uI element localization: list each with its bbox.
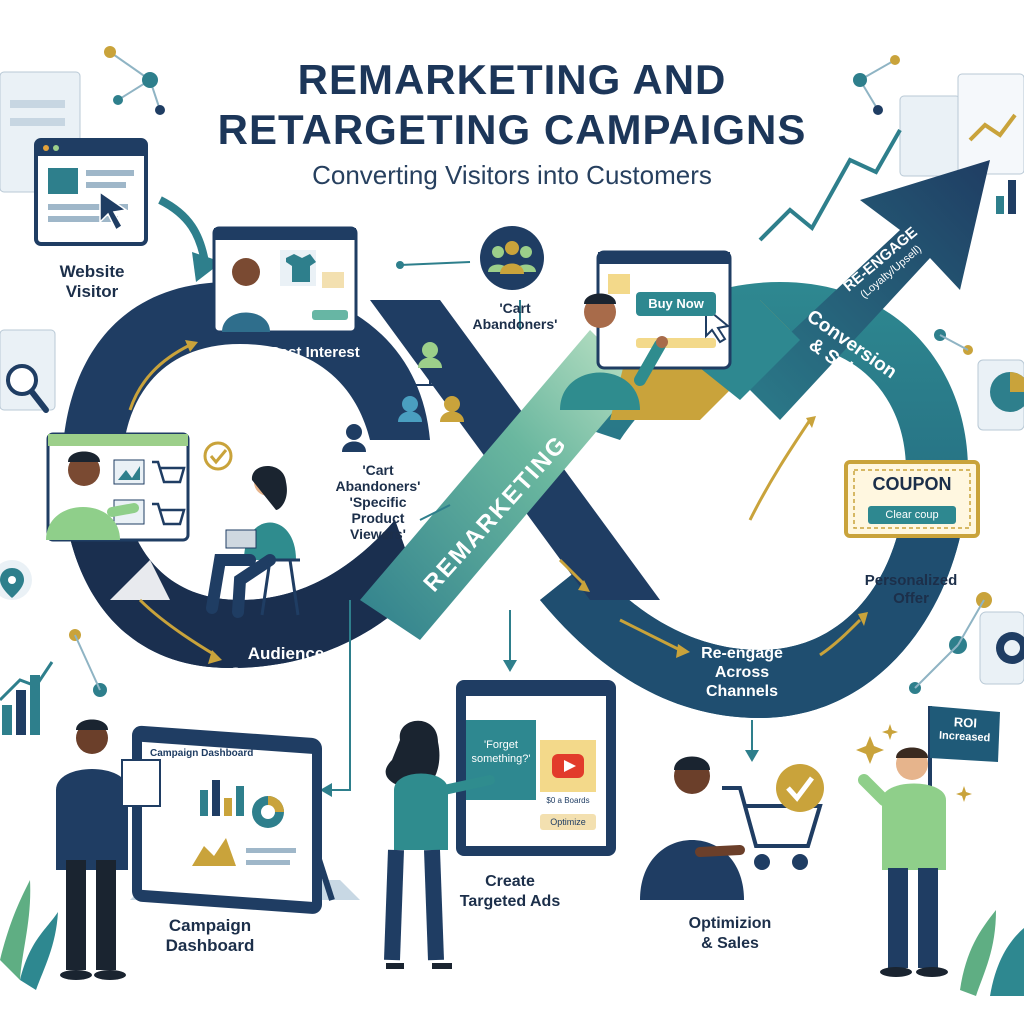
identify-interest-screen xyxy=(212,226,358,334)
man-with-cart xyxy=(640,756,745,900)
dashboard-screen-title: Campaign Dashboard xyxy=(150,748,254,759)
label-segment-e: Viewers' xyxy=(350,526,406,542)
buy-now-button[interactable]: Buy Now xyxy=(636,292,716,316)
coupon-card xyxy=(844,460,980,538)
label-personalized-line1: Personalized xyxy=(864,572,958,589)
ad-bubble-line1: 'Forget xyxy=(484,739,518,751)
sparkle-icon xyxy=(856,724,972,802)
person-browsing-products xyxy=(46,451,139,540)
website-browser-mockup xyxy=(0,71,148,246)
label-cart-abandoners-top-line2: Abandoners' xyxy=(472,316,558,332)
label-audience-line2: Segmentation xyxy=(229,664,343,683)
label-website-visitor-line2: Visitor xyxy=(65,282,119,301)
cursor-icon xyxy=(99,190,128,232)
woman-presenting-ad xyxy=(384,720,495,969)
roi-flag-text: ROI Increased xyxy=(929,714,1000,746)
label-optimization: Optimizion & Sales xyxy=(650,914,810,954)
coupon-button[interactable]: Clear coup xyxy=(885,509,939,521)
label-campaign-dashboard: Campaign Dashboard xyxy=(130,916,290,956)
label-optimization-line2: & Sales xyxy=(701,935,759,952)
coupon-title: COUPON xyxy=(872,474,952,494)
bar-chart-icon xyxy=(996,180,1016,214)
label-personalized-line2: Offer xyxy=(893,590,929,607)
label-website-visitor-line1: Website xyxy=(59,262,125,281)
page-subtitle: Converting Visitors into Customers xyxy=(312,160,712,190)
label-segment-c: 'Specific xyxy=(349,494,407,510)
label-personalized-offer: Personalized Offer xyxy=(836,572,986,608)
label-identify-interest: Identify Past Interest xyxy=(212,344,360,361)
pie-chart-icon xyxy=(977,359,1024,431)
page-title-line2: RETARGETING CAMPAIGNS xyxy=(217,106,807,153)
woman-with-laptop xyxy=(206,466,300,618)
ad-bubble-line2: something?' xyxy=(471,753,531,765)
label-cart-abandoners-top: 'Cart Abandoners' xyxy=(460,300,570,332)
ad-small-text: $0 a Boards xyxy=(546,796,590,805)
targeted-ad-screen xyxy=(456,680,616,856)
label-create-ads-line1: Create xyxy=(485,873,535,890)
label-optimization-line1: Optimizion xyxy=(688,915,772,932)
bar-chart-icon xyxy=(0,661,54,735)
label-segment-a: 'Cart xyxy=(362,462,394,478)
network-decoration-right xyxy=(859,59,896,111)
ad-message-bubble: 'Forget something?' xyxy=(466,738,536,766)
location-pin-icon xyxy=(0,560,32,600)
label-cart-abandoners-top-line1: 'Cart xyxy=(499,300,531,316)
label-reengage-channels-line3: Channels xyxy=(705,683,778,700)
label-website-visitor: Website Visitor xyxy=(40,262,144,302)
roi-flag xyxy=(928,706,1000,800)
person-clicking-buy xyxy=(560,293,668,410)
reengage-big-arrow xyxy=(740,160,990,420)
magnifier-icon xyxy=(6,364,49,413)
people-group-icon xyxy=(480,226,544,290)
label-reengage-channels-line2: Across xyxy=(714,664,770,681)
label-create-ads: Create Targeted Ads xyxy=(430,872,590,912)
play-icon xyxy=(552,754,584,778)
label-reengage-channels: Re-engage Across Channels xyxy=(672,644,812,701)
label-create-ads-line2: Targeted Ads xyxy=(459,893,561,910)
label-campaign-line1: Campaign xyxy=(168,916,252,935)
flow-arrows-inner xyxy=(128,343,862,657)
label-audience-segmentation: Audience Segmentation xyxy=(196,644,376,684)
flow-arrow-to-interest xyxy=(158,196,209,263)
label-reengage-channels-line1: Re-engage xyxy=(701,645,783,662)
user-icon xyxy=(342,342,464,452)
label-audience-line1: Audience xyxy=(247,644,325,663)
shopping-cart-icon xyxy=(152,460,186,526)
page-title-line1: REMARKETING AND xyxy=(297,56,727,103)
label-campaign-line2: Dashboard xyxy=(165,936,255,955)
plant-decoration xyxy=(0,880,1024,996)
label-segment-list: 'Cart Abandoners' 'Specific Product View… xyxy=(322,462,434,542)
celebrating-man xyxy=(858,747,948,977)
label-segment-b: Abandoners' xyxy=(335,478,421,494)
checkmark-icon xyxy=(776,764,824,812)
cursor-icon xyxy=(705,305,731,344)
trend-line-decoration xyxy=(758,129,902,242)
checkmark-icon xyxy=(203,441,233,471)
optimize-button[interactable]: Optimize xyxy=(550,817,586,827)
label-segment-d: Product xyxy=(351,510,405,526)
campaign-dashboard-tablet xyxy=(130,725,360,914)
man-with-clipboard xyxy=(56,719,161,980)
